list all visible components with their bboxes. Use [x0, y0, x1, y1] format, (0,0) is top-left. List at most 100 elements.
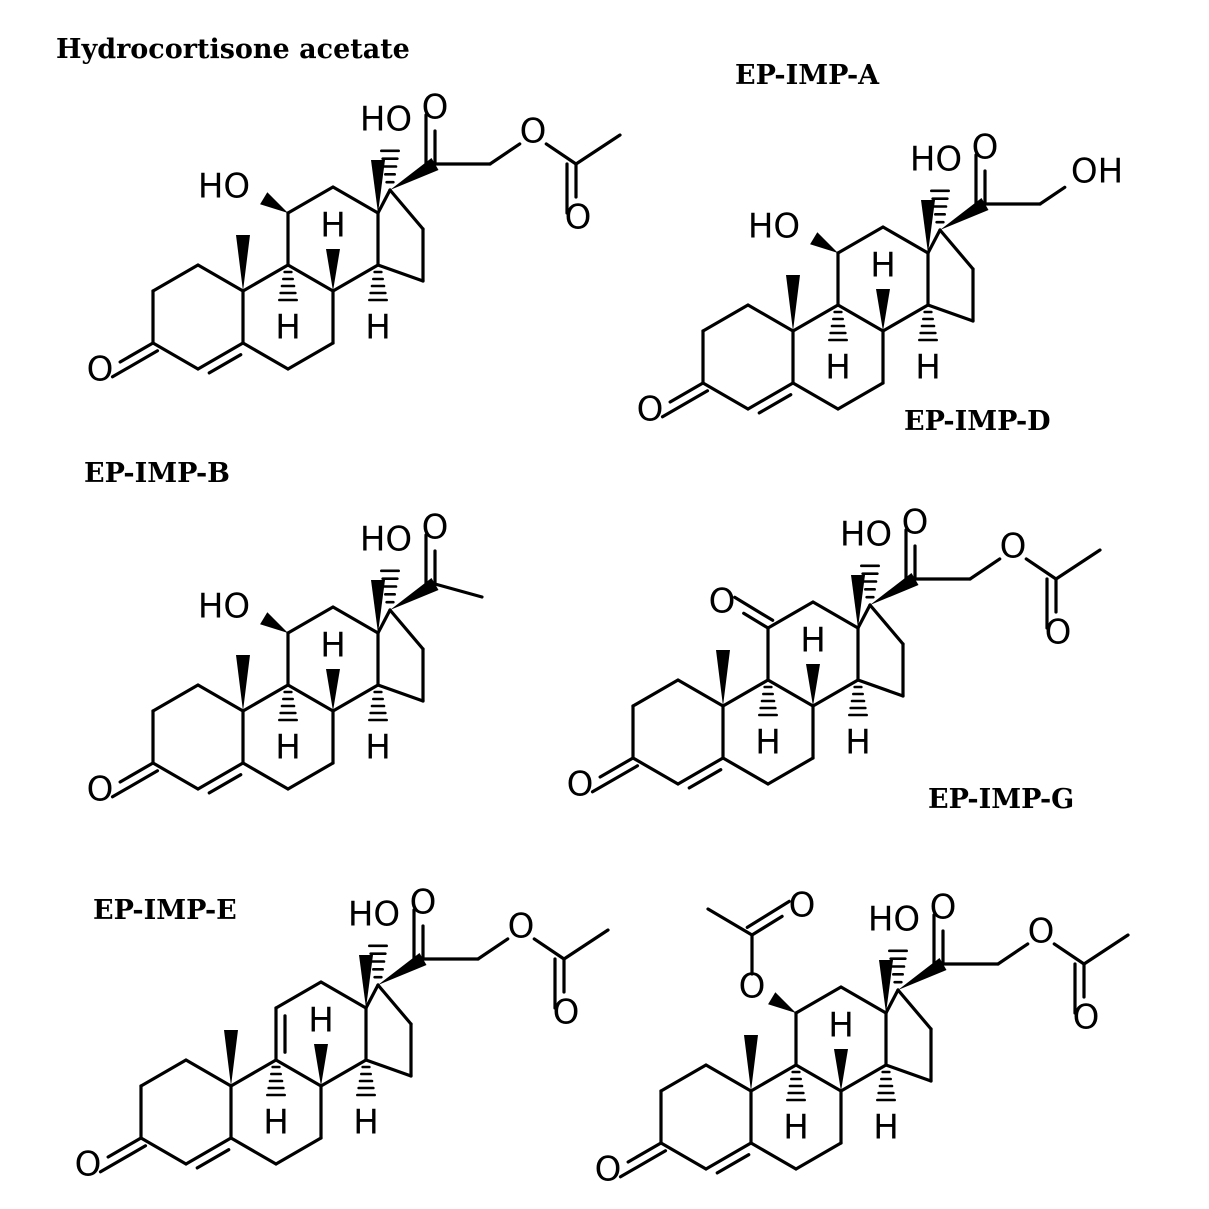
acetyl-oxygen-21: O — [565, 198, 592, 238]
bond-c4-c5-second — [687, 768, 723, 790]
bond-c14-c15 — [926, 303, 975, 323]
hydrogen-14: H — [873, 1108, 899, 1148]
ketone-oxygen-11: O — [709, 582, 736, 622]
bond-c8-c9 — [794, 1063, 843, 1093]
ketone-oxygen-20: O — [930, 888, 957, 928]
bond-c21-o21 — [968, 557, 1002, 581]
hydroxyl-17: HO — [840, 515, 892, 555]
methyl-19-wedge — [716, 650, 730, 706]
bond-c17-c13 — [884, 988, 900, 1015]
bond-c4-c5-second — [207, 353, 243, 375]
hydrogen-8: H — [870, 246, 896, 286]
acetyl-oxygen-11: O — [789, 886, 816, 926]
bond-c3-o3-second — [660, 389, 710, 419]
hydrogen-9: H — [755, 723, 781, 763]
bond-c14-c8 — [331, 263, 380, 293]
bond-o21-cac — [1052, 942, 1086, 966]
h14-hash — [356, 1065, 376, 1097]
h14-hash — [848, 685, 868, 717]
h14-hash — [368, 270, 388, 302]
bond-c3-o3 — [626, 1141, 663, 1164]
bond-c17-c13 — [856, 603, 872, 630]
ketone-oxygen-20: O — [422, 88, 449, 128]
bond-c9-c10 — [791, 303, 840, 333]
bond-c10-c1 — [704, 1063, 753, 1093]
hydroxyl-17: HO — [360, 100, 412, 140]
c17-c20-wedge — [870, 572, 919, 605]
ketone-oxygen-3: O — [87, 770, 114, 810]
bond-o21-cac — [532, 937, 566, 961]
ketone-oxygen-3: O — [637, 390, 664, 430]
bond-c9-c10 — [229, 1058, 278, 1088]
hydroxyl-11: HO — [198, 167, 250, 207]
structure-title-ep-imp-b: EP-IMP-B — [84, 458, 230, 489]
bond-c4-c5 — [196, 761, 245, 791]
acetyl-oxygen-21: O — [553, 993, 580, 1033]
bond-c4-c5-second — [195, 1148, 231, 1170]
bond-c5-c6 — [241, 761, 290, 791]
hydrogen-9: H — [825, 348, 851, 388]
bond-cac-o — [750, 914, 784, 937]
methyl-18-wedge — [851, 575, 865, 628]
ester-oxygen-21: O — [508, 907, 535, 947]
bond-o21-cac — [544, 142, 578, 166]
bond-c16-c17 — [376, 983, 413, 1026]
h8-wedge — [876, 289, 890, 331]
structure-title-hydrocortisone-acetate: Hydrocortisone acetate — [56, 34, 410, 65]
bond-c8-c9 — [274, 1058, 323, 1088]
ketone-oxygen-20: O — [422, 508, 449, 548]
bond-c4-c5 — [746, 381, 795, 411]
bond-c9-c10 — [749, 1063, 798, 1093]
bond-c14-c8 — [881, 303, 930, 333]
bond-c3-o3-second — [110, 349, 160, 379]
bond-c1-c2 — [701, 303, 750, 333]
bond-c9-c10 — [241, 263, 290, 293]
hydrogen-8: H — [828, 1006, 854, 1046]
ketone-oxygen-20: O — [972, 128, 999, 168]
bond-c16-c17 — [938, 228, 975, 271]
bond-c3-c4 — [151, 341, 200, 371]
methyl-18-wedge — [879, 960, 893, 1013]
hydroxyl-17: HO — [360, 520, 412, 560]
ketone-oxygen-3: O — [567, 765, 594, 805]
hydroxyl-17: HO — [348, 895, 400, 935]
methyl-18-wedge — [371, 580, 385, 633]
bond-c3-c4 — [151, 761, 200, 791]
bond-cac-meac — [1082, 933, 1130, 966]
hydrogen-8: H — [320, 626, 346, 666]
bond-c6-c7 — [794, 1141, 843, 1171]
bond-c14-c15 — [376, 263, 425, 283]
bond-c3-o3-second — [98, 1144, 148, 1174]
bond-c6-c7 — [286, 341, 335, 371]
methyl-19-wedge — [786, 275, 800, 331]
bond-c3-c4 — [631, 756, 680, 786]
bond-c1-c2 — [139, 1058, 188, 1088]
oh17-hash — [860, 564, 880, 599]
bond-c16-c17 — [868, 603, 905, 646]
bond-c14-c15 — [364, 1058, 413, 1078]
hydrogen-9: H — [263, 1103, 289, 1143]
bond-c17-c13 — [926, 228, 942, 255]
ketone-oxygen-20: O — [410, 883, 437, 923]
oh17-hash — [368, 944, 388, 979]
bond-c3-o3 — [118, 761, 155, 784]
bond-c21-o21 — [996, 942, 1030, 966]
bond-c4-c5 — [676, 756, 725, 786]
bond-c8-c9 — [286, 263, 335, 293]
bond-c12-c13 — [319, 980, 368, 1010]
c17-c20-wedge — [390, 577, 439, 610]
bond-c3-o3-second — [110, 769, 160, 799]
bond-c5-c6 — [791, 381, 840, 411]
hydrogen-14: H — [365, 308, 391, 348]
bond-cac-me — [706, 907, 754, 937]
hydrogen-9: H — [783, 1108, 809, 1148]
hydroxyl-11: HO — [198, 587, 250, 627]
c17-c20-wedge — [378, 952, 427, 985]
methyl-18-wedge — [359, 955, 373, 1008]
bond-c11-o11-second — [733, 595, 775, 622]
bond-c10-c1 — [746, 303, 795, 333]
bond-c11-c12 — [836, 225, 885, 255]
